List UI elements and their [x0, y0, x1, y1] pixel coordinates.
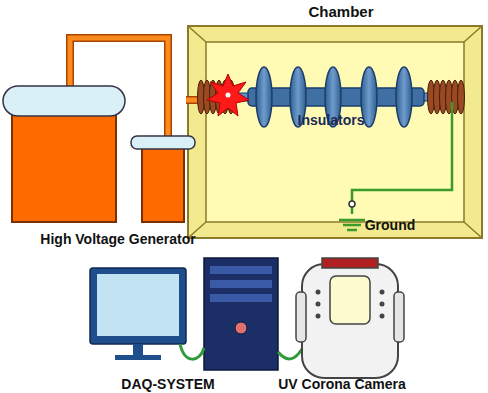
coil-winding — [458, 80, 465, 114]
generator-label: High Voltage Generator — [40, 232, 195, 247]
ground-label: Ground — [365, 218, 416, 233]
insulator-disc — [256, 67, 272, 127]
insulator-disc — [396, 67, 412, 127]
insulators-label: Insulators — [298, 113, 365, 128]
camera-label: UV Corona Camera — [278, 377, 406, 392]
daq-label: DAQ-SYSTEM — [121, 377, 214, 392]
chamber-title: Chamber — [308, 4, 373, 21]
